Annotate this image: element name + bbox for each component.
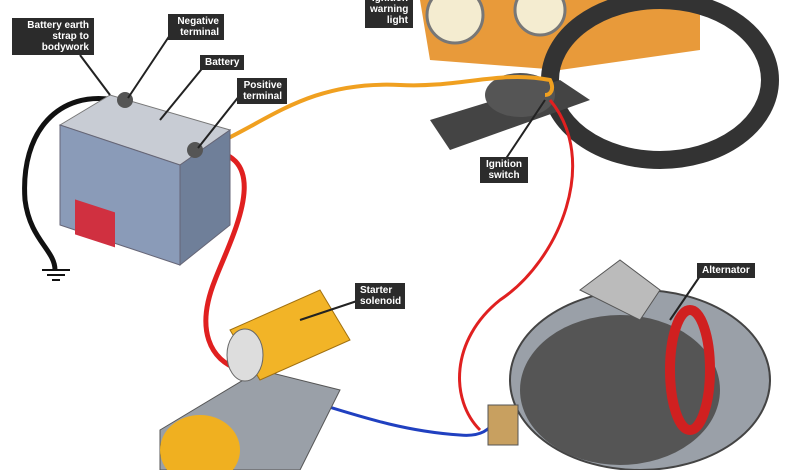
label-negative-terminal: Negative terminal xyxy=(168,14,224,40)
earth-symbol xyxy=(42,269,70,281)
label-battery: Battery xyxy=(200,55,245,70)
alternator xyxy=(487,259,771,470)
label-earth-strap: Battery earth strap to bodywork xyxy=(12,18,94,55)
label-starter-solenoid: Starter solenoid xyxy=(355,283,405,309)
label-ignition-switch: Ignition switch xyxy=(480,157,528,183)
red-alternator-wire xyxy=(458,99,575,432)
label-alternator: Alternator xyxy=(697,263,755,278)
battery xyxy=(58,92,232,267)
black-earth-wire xyxy=(22,96,116,271)
label-positive-terminal: Positive terminal xyxy=(237,78,287,104)
leader-lines xyxy=(79,34,701,321)
starter-motor xyxy=(159,289,351,470)
yellow-wire xyxy=(199,74,555,152)
red-battery-wire xyxy=(199,147,247,373)
label-warning-light: Ignition warning light xyxy=(365,0,413,28)
